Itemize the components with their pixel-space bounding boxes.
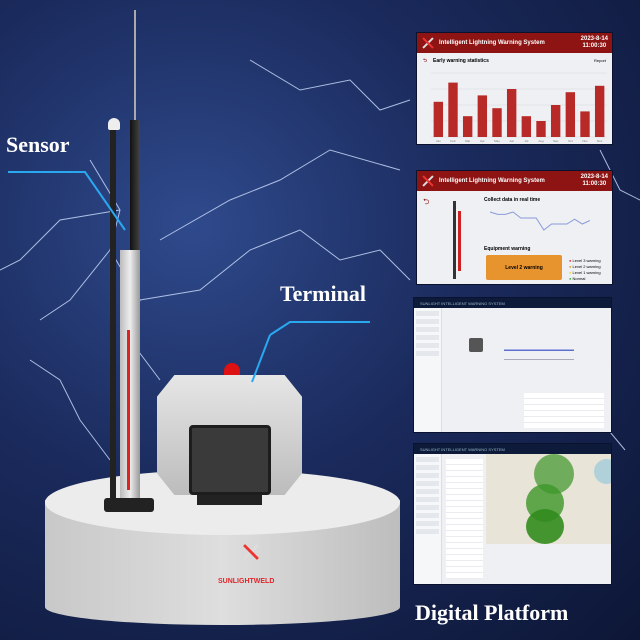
- logo-icon: [421, 174, 435, 188]
- x-tick-label: Dec: [597, 139, 603, 143]
- screen-title: SUNLIGHT INTELLIGENT WARNING SYSTEM: [420, 446, 505, 452]
- legend-dot: ●: [569, 264, 573, 269]
- bar-Aug: [536, 121, 546, 137]
- legend-item: ● Level 3 warning: [569, 258, 601, 263]
- bar-Apr: [477, 95, 488, 137]
- bar-May: [492, 108, 502, 137]
- screen-title: Intelligent Lightning Warning System: [439, 178, 545, 184]
- x-tick-label: Jun: [509, 139, 514, 143]
- screen-title: SUNLIGHT INTELLIGENT WARNING SYSTEM: [420, 300, 505, 306]
- bar-Feb: [448, 82, 458, 137]
- brand-name: SUNLIGHTWELD: [218, 578, 275, 585]
- x-tick-label: Sep: [553, 139, 559, 143]
- warning-value: Level 2 warning: [505, 264, 543, 271]
- warning-legend: ● Level 3 warning● Level 2 warning● Leve…: [569, 257, 601, 282]
- x-tick-label: Oct: [568, 139, 573, 143]
- x-tick-label: Mar: [465, 139, 470, 143]
- device-list: [446, 459, 483, 579]
- sensor-device: [104, 10, 164, 520]
- map-screen: SUNLIGHT INTELLIGENT WARNING SYSTEM: [413, 443, 612, 585]
- back-arrow-icon[interactable]: ⮌: [423, 197, 430, 206]
- bar-Jun: [506, 89, 517, 137]
- data-chart: [504, 338, 574, 360]
- device-detail-screen: SUNLIGHT INTELLIGENT WARNING SYSTEM: [413, 297, 612, 433]
- bar-Sep: [550, 105, 561, 137]
- bar-Jan: [433, 101, 444, 137]
- legend-dot: ●: [569, 258, 573, 263]
- sidebar-menu[interactable]: [414, 308, 442, 432]
- terminal-label: Terminal: [280, 281, 366, 306]
- legend-label: Level 2 warning: [572, 264, 601, 269]
- bar-Jul: [521, 116, 532, 137]
- data-table: [524, 393, 604, 428]
- legend-label: Level 3 warning: [572, 258, 601, 263]
- x-tick-label: Aug: [538, 139, 544, 143]
- realtime-screen: Intelligent Lightning Warning System 2023…: [416, 170, 613, 285]
- x-tick-label: Jul: [524, 139, 528, 143]
- logo-icon: [421, 36, 435, 50]
- x-tick-label: Nov: [582, 139, 588, 143]
- section-title: Collect data in real time: [484, 197, 541, 203]
- time: 11:00:30: [582, 181, 607, 187]
- x-tick-label: Feb: [450, 139, 456, 143]
- legend-item: ● Normal: [569, 276, 601, 281]
- sensor-label: Sensor: [6, 132, 70, 157]
- bar-Nov: [580, 111, 590, 137]
- date: 2023-8-14: [580, 36, 608, 42]
- bar-Mar: [462, 116, 473, 137]
- legend-dot: ●: [569, 276, 573, 281]
- x-tick-label: Apr: [480, 139, 485, 143]
- map-view[interactable]: [486, 454, 611, 544]
- device-image: [469, 338, 483, 352]
- legend-label: Normal: [572, 276, 586, 281]
- line-chart: [489, 211, 591, 231]
- platform-label: Digital Platform: [415, 600, 569, 625]
- section-title: Early warning statistics: [433, 58, 489, 64]
- legend-item: ● Level 2 warning: [569, 264, 601, 269]
- report-button[interactable]: Report: [593, 58, 606, 63]
- bar-chart: Jan Feb Mar Apr May Jun Jul Aug Sep Oct Nov Dec: [431, 72, 607, 143]
- legend-label: Level 1 warning: [572, 270, 601, 275]
- date: 2023-8-14: [580, 174, 608, 180]
- legend-dot: ●: [569, 270, 573, 275]
- sidebar-menu[interactable]: [414, 454, 442, 584]
- legend-item: ● Level 1 warning: [569, 270, 601, 275]
- warning-title: Equipment warning: [484, 246, 531, 252]
- screen-title: Intelligent Lightning Warning System: [439, 40, 545, 46]
- time: 11:00:30: [582, 43, 607, 49]
- back-arrow-icon[interactable]: ⮌: [423, 58, 428, 64]
- bar-Oct: [565, 92, 576, 137]
- statistics-screen: Intelligent Lightning Warning System 2023…: [416, 32, 613, 145]
- sensor-thumbnail: [453, 201, 471, 279]
- warning-status: Level 2 warning: [486, 255, 562, 280]
- x-tick-label: May: [494, 139, 500, 143]
- x-tick-label: Jan: [436, 139, 441, 143]
- terminal-device: [157, 363, 302, 505]
- bar-Dec: [594, 85, 605, 137]
- data-line: [489, 211, 591, 231]
